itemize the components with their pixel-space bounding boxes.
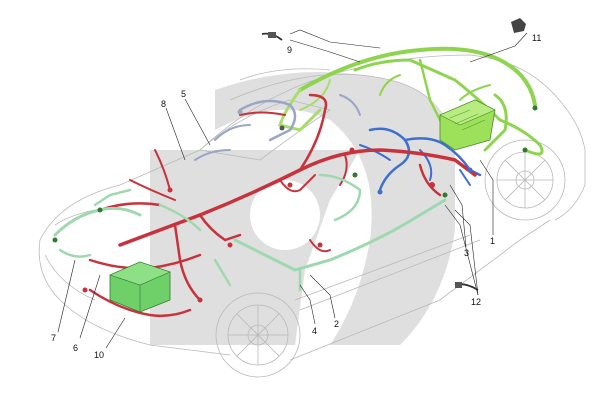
callout-8: 8 xyxy=(161,99,166,109)
car-outline xyxy=(38,54,586,378)
callout-labels: 1 2 3 4 5 6 7 8 9 10 11 12 xyxy=(51,33,541,360)
callout-11: 11 xyxy=(532,33,541,43)
leader-lines xyxy=(57,29,528,349)
callout-5: 5 xyxy=(181,89,186,99)
background-watermark xyxy=(150,72,455,345)
callout-6: 6 xyxy=(73,343,78,353)
callout-9: 9 xyxy=(287,45,292,55)
harness-grey-blue xyxy=(194,94,361,161)
rear-fuse-box xyxy=(439,99,496,151)
battery xyxy=(109,261,171,313)
part-9-cable xyxy=(261,32,283,41)
callout-1: 1 xyxy=(490,236,495,246)
callout-2: 2 xyxy=(334,319,339,329)
callout-3: 3 xyxy=(464,248,469,258)
callout-4: 4 xyxy=(312,326,317,336)
callout-7: 7 xyxy=(51,333,56,343)
callout-10: 10 xyxy=(94,350,104,360)
callout-12: 12 xyxy=(471,297,481,307)
harness-floor-green xyxy=(53,173,447,292)
connectors xyxy=(52,105,538,303)
part-11-sensor xyxy=(511,18,526,33)
part-12-cable xyxy=(454,282,479,291)
